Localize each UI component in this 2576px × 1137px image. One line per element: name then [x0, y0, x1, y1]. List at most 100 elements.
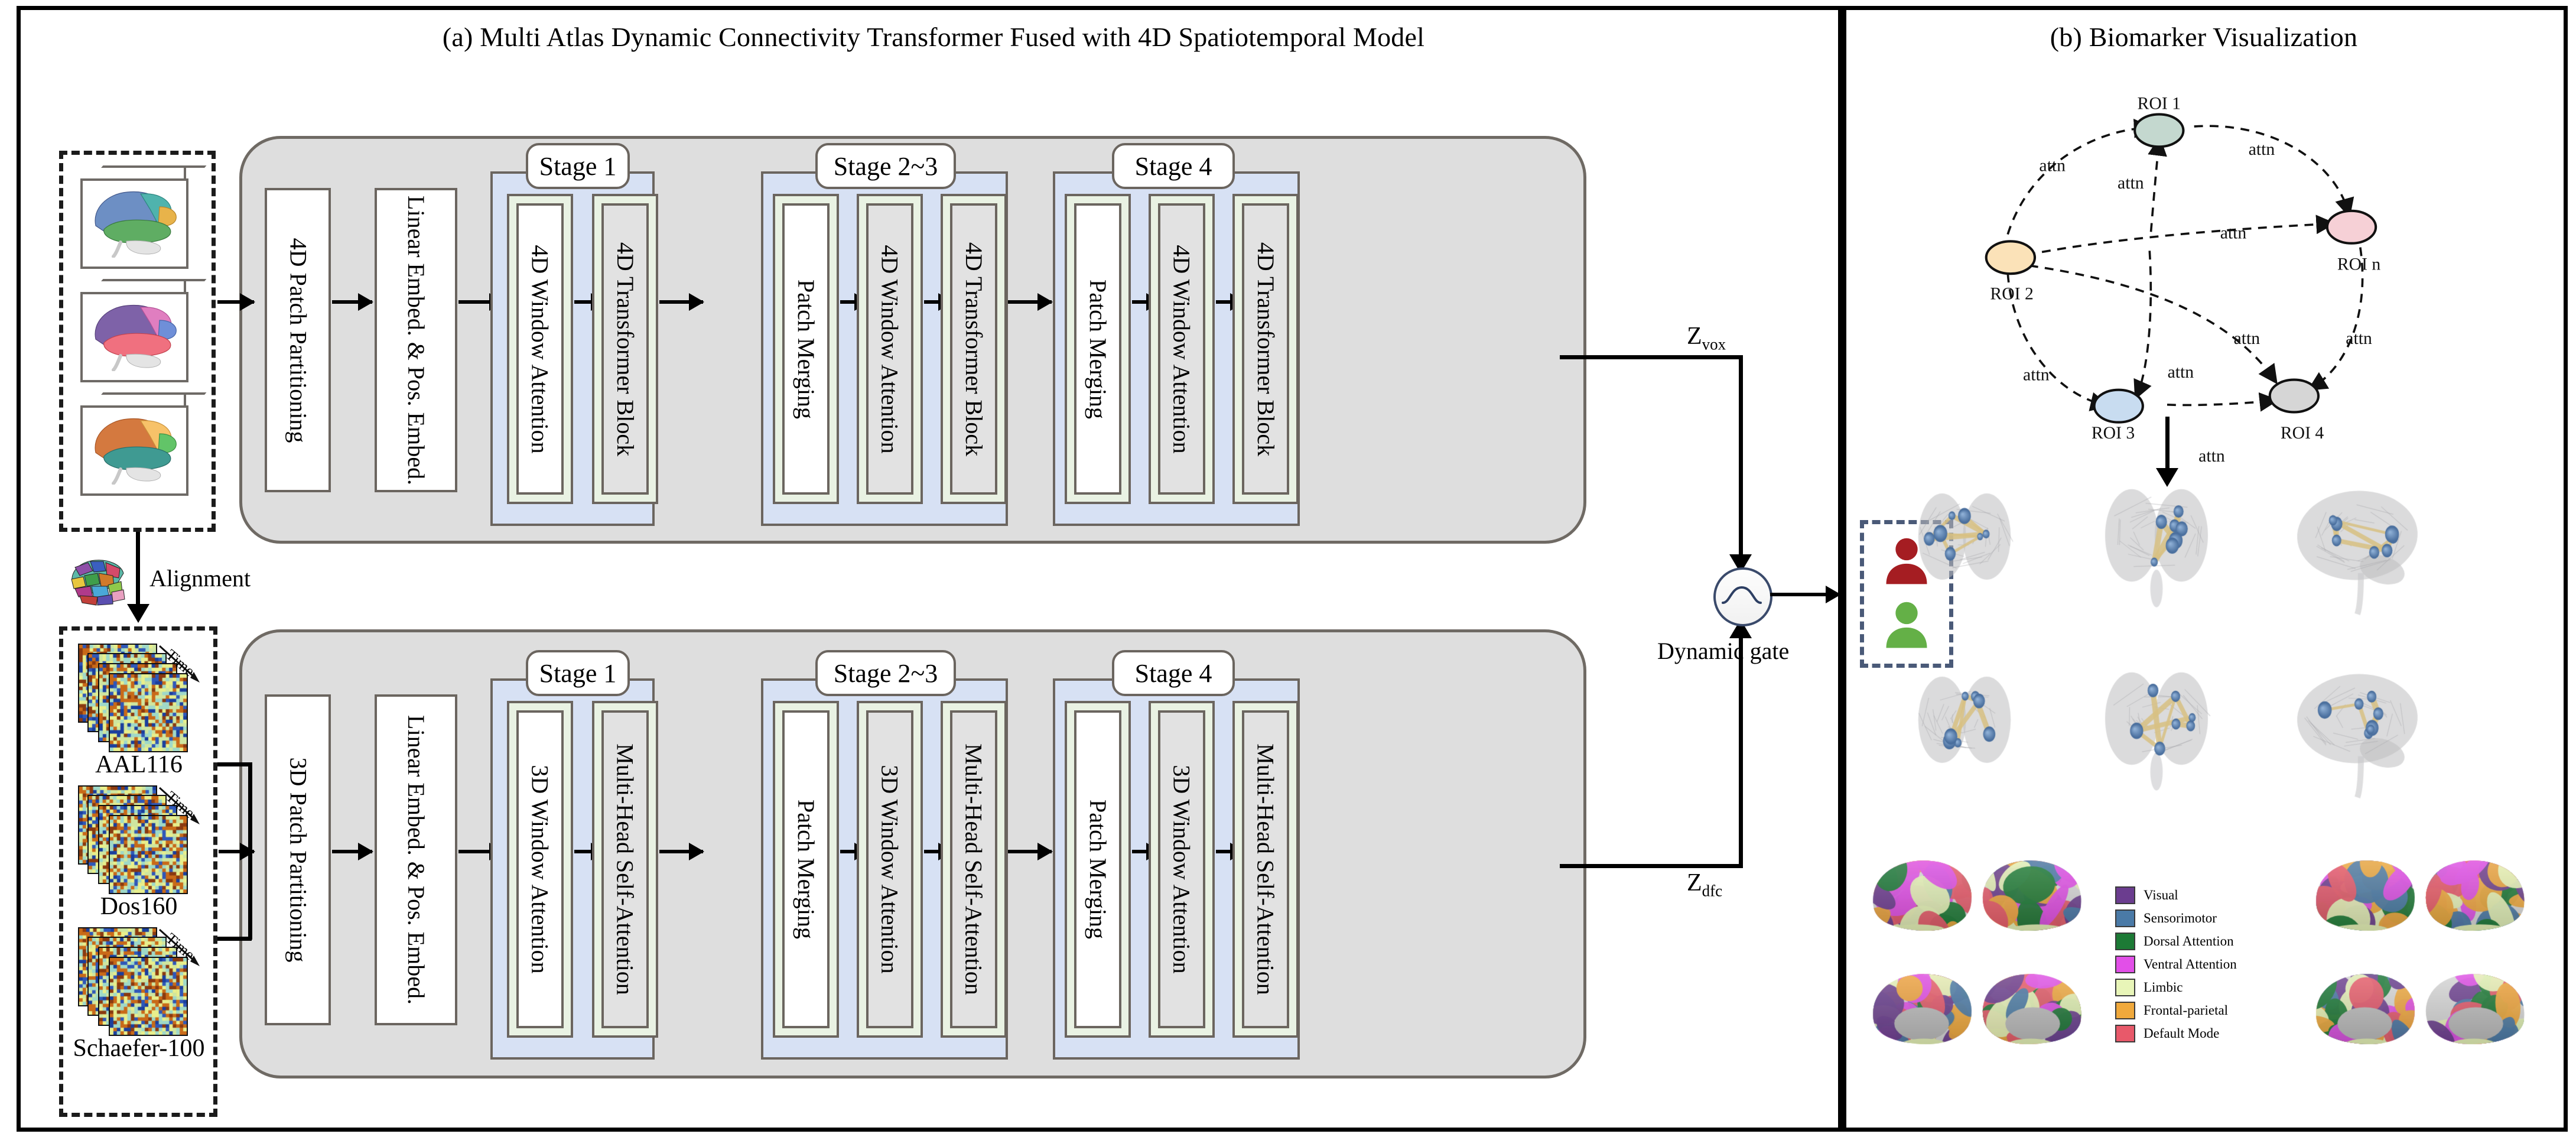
arrow-bot-8: [1132, 850, 1160, 853]
stage-label-top-1: Stage 1: [526, 143, 630, 189]
block-4d-patch-partitioning: 4D Patch Partitioning: [265, 188, 331, 492]
atlas-label-aal116: AAL116: [95, 751, 183, 778]
legend-label: Dorsal Attention: [2144, 934, 2234, 948]
arrow-bot-6: [924, 850, 952, 853]
block-label: 3D Window Attention: [1169, 765, 1196, 974]
legend-item: Frontal-parietal: [2115, 1002, 2237, 1019]
arrow-dfc-input: [219, 850, 254, 853]
block-label: Patch Merging: [793, 800, 819, 939]
block-label: Multi-Head Self-Attention: [1253, 743, 1279, 995]
block-3d-window-attention-s23: 3D Window Attention: [866, 710, 913, 1028]
brain-volume-3: [72, 391, 207, 501]
stage-top-4-slot-0: Patch Merging: [1065, 194, 1131, 504]
legend-item: Dorsal Attention: [2115, 933, 2237, 950]
stage-label-bot-23: Stage 2~3: [815, 650, 956, 696]
dynamic-gate-label: Dynamic gate: [1657, 638, 1790, 664]
block-3d-patch-partitioning: 3D Patch Partitioning: [265, 694, 331, 1025]
legend-label: Sensorimotor: [2144, 911, 2217, 925]
legend-swatch-icon: [2115, 979, 2135, 996]
block-linear-embed-pos-embed-3d: Linear Embed. & Pos. Embed.: [375, 694, 457, 1025]
block-patch-merging-bot-s23: Patch Merging: [782, 710, 830, 1028]
dynamic-gate-node[interactable]: [1713, 567, 1772, 626]
stage-top-23-slot-0: Patch Merging: [773, 194, 839, 504]
zvox-label: Zvox: [1687, 322, 1726, 353]
attn-edge-label: attn: [2249, 140, 2275, 159]
zvox-line-v: [1739, 355, 1743, 559]
block-label: 4D Window Attention: [1169, 244, 1196, 454]
arrow-top-9: [1216, 300, 1244, 304]
connectome-view-5: [2068, 650, 2245, 821]
atlas-label-dos160: Dos160: [100, 893, 178, 920]
roi-node-2: [1985, 240, 2037, 275]
roi-node-n: [2325, 209, 2377, 245]
surface-brain-lat-right: [1978, 856, 2087, 938]
block-label: Patch Merging: [793, 279, 819, 419]
zdfc-line-h: [1560, 864, 1743, 868]
brain-volume-2: [72, 278, 207, 387]
stage-top-4-slot-1: 4D Window Attention: [1149, 194, 1215, 504]
legend-item: Ventral Attention: [2115, 956, 2237, 973]
zdfc-label: Zdfc: [1687, 869, 1722, 900]
zdfc-subscript: dfc: [1702, 882, 1723, 900]
legend-item: Limbic: [2115, 979, 2237, 996]
roi-to-connectome-connector: [2165, 417, 2170, 473]
block-4d-window-attention-s1: 4D Window Attention: [516, 203, 564, 495]
stage-label-top-4: Stage 4: [1112, 143, 1235, 189]
roi-node-n-label: ROI n: [2337, 255, 2381, 274]
roi-node-4-label: ROI 4: [2281, 424, 2324, 443]
arrow-top-6: [924, 300, 952, 304]
stage-label-bot-1: Stage 1: [526, 650, 630, 696]
surface-brain-lat-left-2: [2310, 856, 2419, 938]
panel-a-title: (a) Multi Atlas Dynamic Connectivity Tra…: [442, 22, 1425, 52]
arrow-top-8: [1132, 300, 1160, 304]
block-label: 4D Transformer Block: [1253, 242, 1279, 456]
connectome-view-2: [2068, 467, 2245, 638]
block-3d-window-attention-s4: 3D Window Attention: [1158, 710, 1205, 1028]
attn-edge-label: attn: [2198, 447, 2225, 466]
legend-item: Visual: [2115, 886, 2237, 904]
stage-bot-1-slot-1: Multi-Head Self-Attention: [592, 701, 658, 1038]
stage-bot-4-slot-2: Multi-Head Self-Attention: [1232, 701, 1299, 1038]
block-label: Patch Merging: [1085, 279, 1111, 419]
roi-node-3: [2093, 388, 2144, 424]
attn-edge-label: attn: [2234, 329, 2260, 348]
stage-bot-4-slot-1: 3D Window Attention: [1149, 701, 1215, 1038]
block-label: Multi-Head Self-Attention: [961, 743, 987, 995]
block-4d-transformer-block-s4: 4D Transformer Block: [1242, 203, 1289, 495]
block-patch-merging-s23: Patch Merging: [782, 203, 830, 495]
stage-label-top-23: Stage 2~3: [815, 143, 956, 189]
block-label: 3D Patch Partitioning: [285, 757, 312, 963]
arrow-top-3: [574, 300, 605, 304]
arrow-top-4: [659, 300, 703, 304]
stage-top-1-slot-1: 4D Transformer Block: [592, 194, 658, 504]
legend-label: Default Mode: [2144, 1026, 2220, 1041]
surface-brain-med-right-2: [2421, 969, 2531, 1052]
arrow-gate-to-output: [1770, 593, 1840, 596]
arrow-top-7: [1008, 300, 1052, 304]
roi-node-1: [2133, 113, 2185, 148]
stage-label-bot-4: Stage 4: [1112, 650, 1235, 696]
arrow-bot-3: [574, 850, 605, 853]
arrow-bot-2: [458, 850, 503, 853]
surface-brain-med-left-2: [2310, 969, 2419, 1052]
block-3d-window-attention-s1: 3D Window Attention: [516, 710, 564, 1028]
block-multihead-self-attention-s23: Multi-Head Self-Attention: [950, 710, 997, 1028]
legend-label: Limbic: [2144, 980, 2183, 995]
block-multihead-self-attention-s4: Multi-Head Self-Attention: [1242, 710, 1289, 1028]
block-4d-window-attention-s23: 4D Window Attention: [866, 203, 913, 495]
block-label: Linear Embed. & Pos. Embed.: [403, 715, 430, 1005]
surface-brain-med-left: [1867, 969, 1976, 1052]
zvox-subscript: vox: [1702, 335, 1726, 353]
attn-edge-label: attn: [2118, 174, 2144, 193]
panel-b-title: (b) Biomarker Visualization: [2050, 22, 2358, 52]
block-4d-transformer-block-s1: 4D Transformer Block: [601, 203, 649, 495]
stage-bot-23-slot-2: Multi-Head Self-Attention: [941, 701, 1007, 1038]
legend-swatch-icon: [2115, 1025, 2135, 1042]
legend-swatch-icon: [2115, 933, 2135, 950]
connectome-view-1: [1885, 473, 2044, 632]
dfc-matrix-stack-1: Time: [74, 641, 201, 753]
attn-edge-label: attn: [2346, 329, 2372, 348]
block-label: Multi-Head Self-Attention: [612, 743, 639, 995]
block-4d-window-attention-s4: 4D Window Attention: [1158, 203, 1205, 495]
